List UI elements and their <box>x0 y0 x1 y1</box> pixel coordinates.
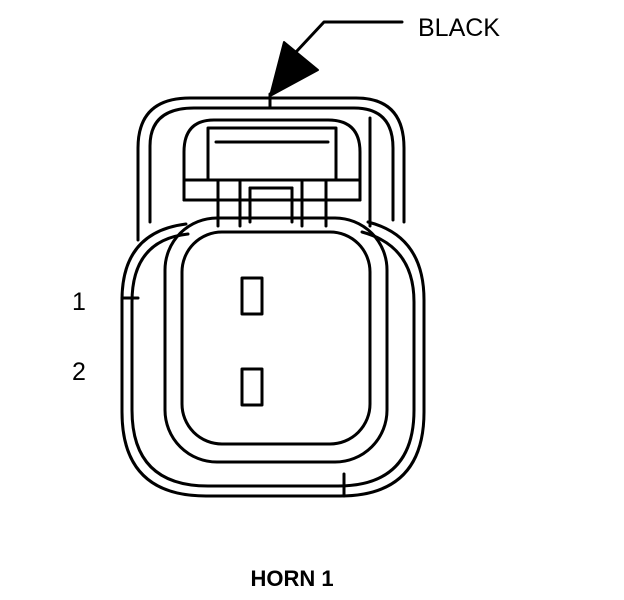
color-label: BLACK <box>418 14 500 42</box>
lock-tab <box>206 126 338 182</box>
latch-frame <box>182 118 362 202</box>
pin-2-label: 2 <box>72 358 86 386</box>
pin-2-cavity <box>240 367 264 407</box>
pin-1-cavity <box>240 276 264 316</box>
diagram-caption: HORN 1 <box>250 566 333 591</box>
housing-upper-outline <box>136 96 406 242</box>
connector-face-outer <box>163 216 389 464</box>
pin-1-label: 1 <box>72 288 86 316</box>
connector-face-inner <box>180 230 372 446</box>
color-arrow-icon <box>269 41 319 97</box>
housing-inner-outline <box>130 230 416 488</box>
housing-upper-inner-outline <box>148 106 395 224</box>
color-leader-line <box>294 20 404 54</box>
housing-outer-outline <box>120 220 426 498</box>
